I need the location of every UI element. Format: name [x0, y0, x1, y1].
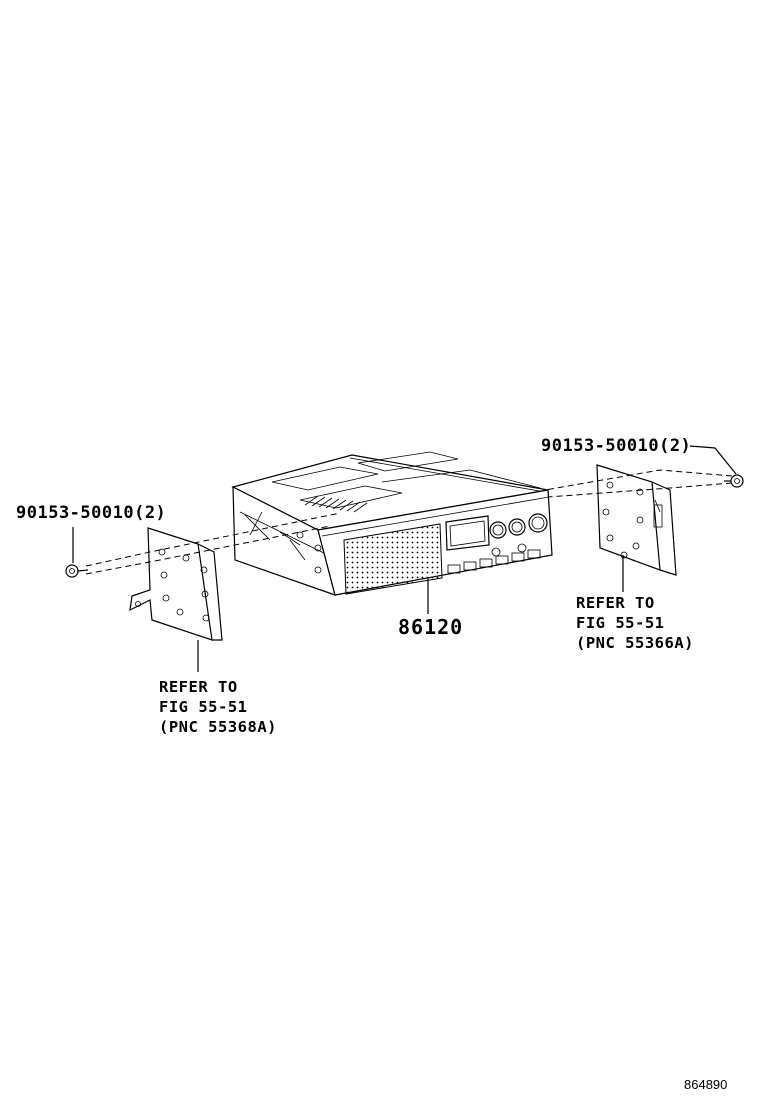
note-line: (PNC 55366A) — [576, 634, 694, 652]
bracket-left-note: REFER TO FIG 55-51 (PNC 55368A) — [159, 677, 277, 737]
bracket-right-note: REFER TO FIG 55-51 (PNC 55366A) — [576, 593, 694, 653]
radio-part-number: 86120 — [398, 615, 464, 639]
screw-right-part-number: 90153-50010(2) — [541, 436, 692, 456]
screw-left-part-number: 90153-50010(2) — [16, 503, 167, 523]
mounting-bracket-icon — [596, 464, 677, 592]
screw-icon — [65, 527, 89, 578]
radio-receiver-icon — [231, 451, 553, 596]
note-line: FIG 55-51 — [159, 698, 248, 716]
note-line: FIG 55-51 — [576, 614, 665, 632]
note-line: REFER TO — [576, 594, 655, 612]
note-line: REFER TO — [159, 678, 238, 696]
mounting-bracket-icon — [129, 527, 223, 672]
note-line: (PNC 55368A) — [159, 718, 277, 736]
screw-icon — [689, 445, 744, 488]
figure-id: 864890 — [684, 1077, 728, 1092]
